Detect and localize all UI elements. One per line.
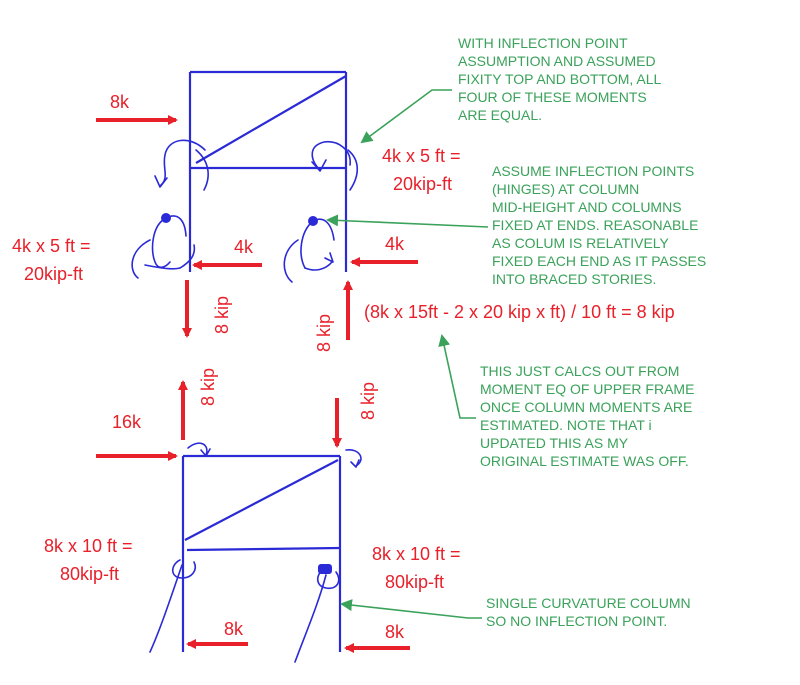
svg-text:FIXED AT ENDS. REASONABLE: FIXED AT ENDS. REASONABLE bbox=[492, 217, 698, 233]
upper-right-deflected-column bbox=[300, 220, 314, 269]
svg-text:ORIGINAL ESTIMATE WAS OFF.: ORIGINAL ESTIMATE WAS OFF. bbox=[480, 453, 689, 469]
lower-left-moment-line2: 80kip-ft bbox=[60, 564, 119, 584]
lower-forces: 16k 8 kip 8 kip 8k x 10 ft = 80kip-ft 8k… bbox=[44, 368, 461, 653]
svg-text:ARE EQUAL.: ARE EQUAL. bbox=[458, 107, 542, 123]
svg-text:FIXED EACH END AS IT PASSES: FIXED EACH END AS IT PASSES bbox=[492, 253, 706, 269]
note-single-curvature: SINGLE CURVATURE COLUMN SO NO INFLECTION… bbox=[340, 595, 691, 629]
upper-left-axial-label: 8 kip bbox=[212, 296, 232, 334]
svg-text:SINGLE CURVATURE COLUMN: SINGLE CURVATURE COLUMN bbox=[486, 595, 691, 611]
lower-diagonal-brace bbox=[184, 459, 339, 541]
axial-equation: (8k x 15ft - 2 x 20 kip x ft) / 10 ft = … bbox=[364, 302, 675, 322]
svg-text:SO NO INFLECTION POINT.: SO NO INFLECTION POINT. bbox=[486, 613, 667, 629]
svg-text:MID-HEIGHT AND COLUMNS: MID-HEIGHT AND COLUMNS bbox=[492, 199, 682, 215]
svg-text:AS COLUM IS RELATIVELY: AS COLUM IS RELATIVELY bbox=[492, 235, 670, 251]
lower-right-top-moment-arrow bbox=[345, 449, 362, 467]
svg-text:ASSUMPTION AND ASSUMED: ASSUMPTION AND ASSUMED bbox=[458, 53, 656, 69]
upper-left-bottom-moment-arrow bbox=[131, 239, 151, 279]
lower-left-deflected-column bbox=[149, 564, 183, 653]
lower-left-shear-label: 8k bbox=[224, 619, 244, 639]
lower-right-moment-line2: 80kip-ft bbox=[385, 572, 444, 592]
upper-right-bottom-moment-arrow bbox=[283, 239, 299, 283]
leader-equal-moments bbox=[360, 89, 452, 144]
lower-right-axial-label: 8 kip bbox=[358, 382, 378, 420]
leader-moment-eq bbox=[438, 334, 476, 419]
lower-moment-sketches bbox=[149, 442, 362, 663]
svg-text:MOMENT EQ OF UPPER FRAME: MOMENT EQ OF UPPER FRAME bbox=[480, 381, 694, 397]
upper-right-axial-label: 8 kip bbox=[314, 314, 334, 352]
lower-left-axial-label: 8 kip bbox=[198, 368, 218, 406]
upper-right-shear-label: 4k bbox=[385, 234, 405, 254]
lower-lateral-load-label: 16k bbox=[112, 412, 142, 432]
svg-text:FIXITY TOP AND BOTTOM, ALL: FIXITY TOP AND BOTTOM, ALL bbox=[458, 71, 662, 87]
note-moment-eq: THIS JUST CALCS OUT FROM MOMENT EQ OF UP… bbox=[438, 334, 694, 469]
upper-moment-sketches bbox=[131, 139, 359, 283]
upper-left-moment-line2: 20kip-ft bbox=[24, 264, 83, 284]
lower-frame bbox=[181, 454, 342, 652]
lower-right-bottom-moment-arrow bbox=[316, 567, 340, 590]
upper-right-moment-line1: 4k x 5 ft = bbox=[382, 146, 461, 166]
svg-text:ASSUME INFLECTION POINTS: ASSUME INFLECTION POINTS bbox=[492, 163, 694, 179]
lower-right-moment-line1: 8k x 10 ft = bbox=[372, 544, 461, 564]
upper-lateral-load-label: 8k bbox=[110, 92, 130, 112]
svg-text:UPDATED THIS AS MY: UPDATED THIS AS MY bbox=[480, 435, 629, 451]
svg-text:WITH INFLECTION POINT: WITH INFLECTION POINT bbox=[458, 35, 628, 51]
svg-text:FOUR OF THESE MOMENTS: FOUR OF THESE MOMENTS bbox=[458, 89, 647, 105]
upper-diagonal-brace bbox=[195, 75, 347, 164]
lower-right-shear-label: 8k bbox=[385, 622, 405, 642]
svg-text:INTO BRACED STORIES.: INTO BRACED STORIES. bbox=[492, 271, 656, 287]
svg-text:ONCE COLUMN MOMENTS ARE: ONCE COLUMN MOMENTS ARE bbox=[480, 399, 692, 415]
leader-inflection-points bbox=[326, 214, 489, 228]
upper-frame bbox=[188, 70, 348, 272]
svg-text:ESTIMATED. NOTE THAT i: ESTIMATED. NOTE THAT i bbox=[480, 417, 652, 433]
upper-left-top-moment-arrow bbox=[159, 139, 206, 187]
lower-right-deflected-column bbox=[294, 574, 327, 663]
upper-left-deflected-column bbox=[151, 217, 171, 269]
upper-right-moment-line2: 20kip-ft bbox=[393, 174, 452, 194]
note-equal-moments: WITH INFLECTION POINT ASSUMPTION AND ASS… bbox=[360, 35, 662, 144]
upper-left-shear-label: 4k bbox=[234, 237, 254, 257]
lower-left-top-moment-arrow bbox=[187, 442, 208, 456]
upper-left-moment-line1: 4k x 5 ft = bbox=[12, 236, 91, 256]
upper-right-top-moment-arrow bbox=[311, 140, 351, 171]
leader-single-curvature bbox=[340, 599, 482, 619]
lower-bottom-beam bbox=[186, 546, 341, 552]
upper-forces: 8k 4k 4k 8 kip 8 kip 4k x 5 ft = 20kip-f… bbox=[12, 92, 675, 352]
note-inflection-points: ASSUME INFLECTION POINTS (HINGES) AT COL… bbox=[326, 163, 706, 287]
svg-text:THIS JUST CALCS OUT FROM: THIS JUST CALCS OUT FROM bbox=[480, 363, 679, 379]
lower-left-bottom-moment-arrow bbox=[171, 559, 197, 579]
svg-text:(HINGES) AT COLUMN: (HINGES) AT COLUMN bbox=[492, 181, 639, 197]
lower-left-moment-line1: 8k x 10 ft = bbox=[44, 536, 133, 556]
